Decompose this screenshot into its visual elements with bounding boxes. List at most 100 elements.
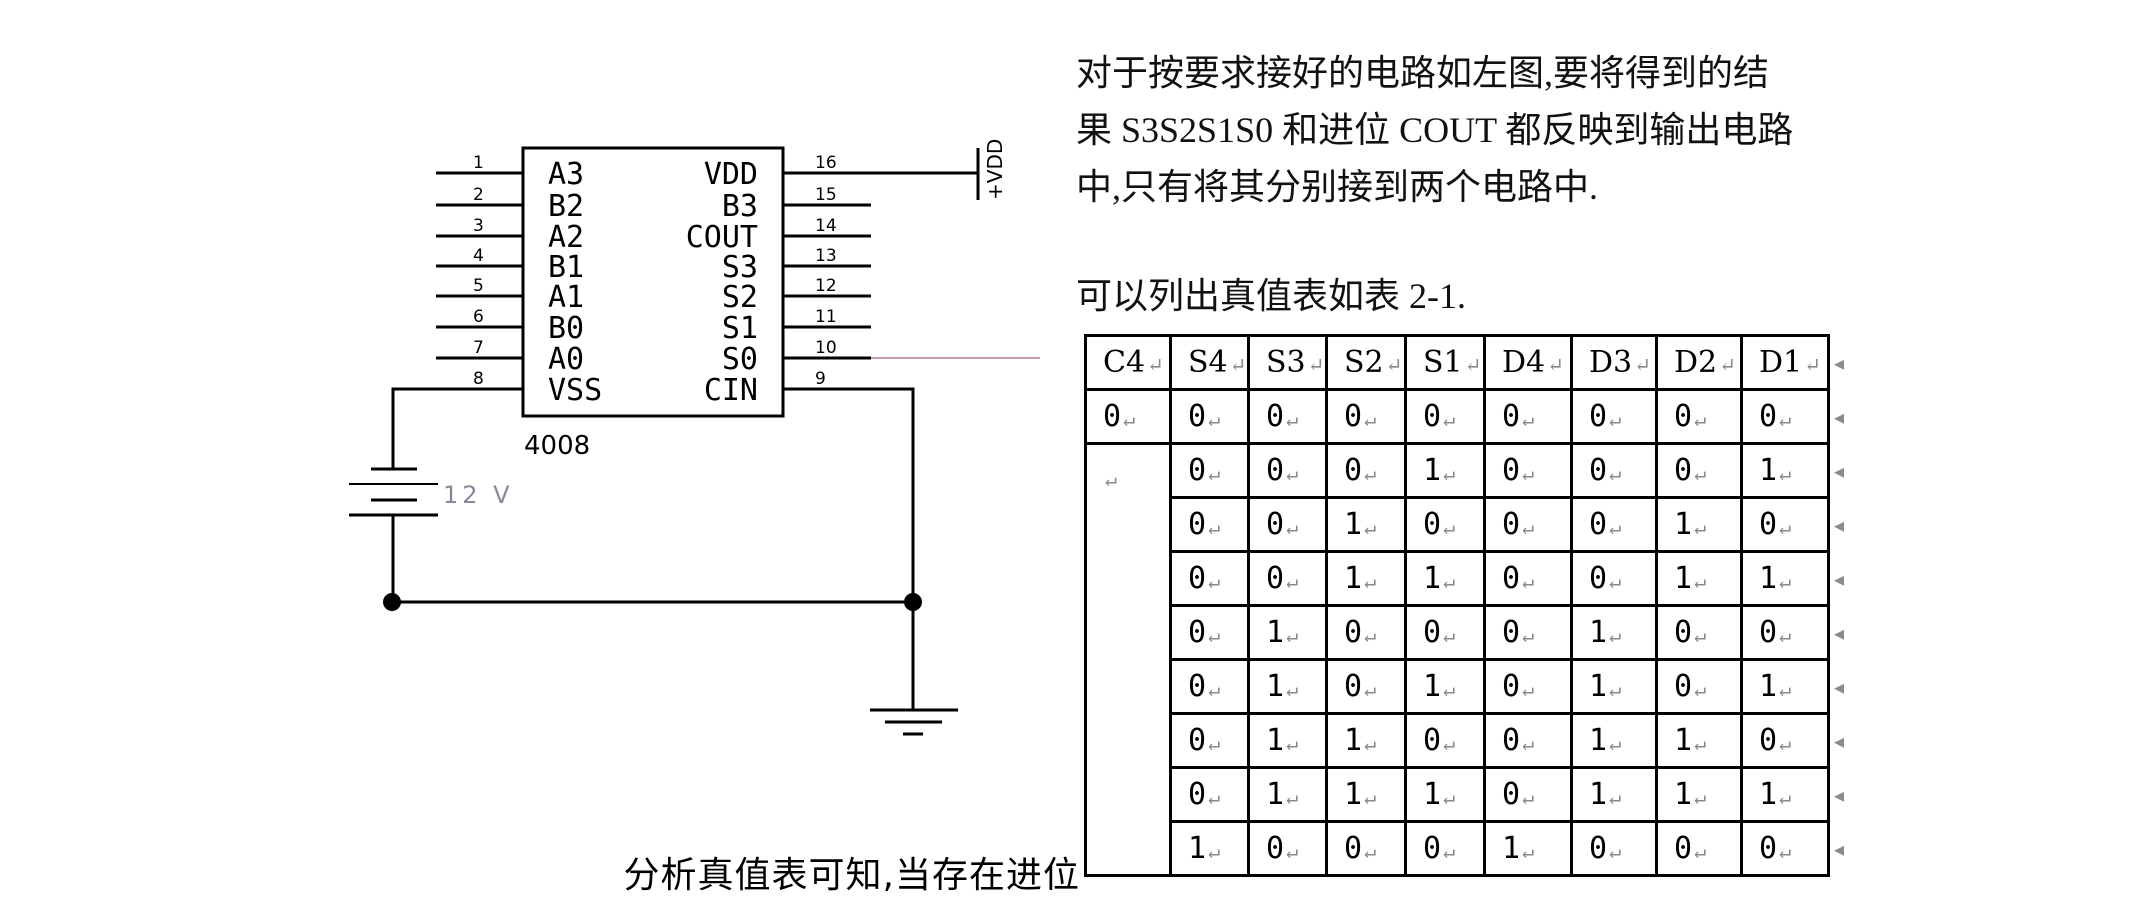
cell-value: 0 [1188, 723, 1207, 758]
cell-value: 1 [1188, 831, 1207, 866]
table-cell: 0↵ [1483, 388, 1573, 445]
table-cell: 1↵ [1740, 658, 1830, 715]
row-end-mark-icon: ◂ [1834, 404, 1845, 429]
cell-value: 0 [1188, 777, 1207, 812]
cell-value: 0 [1589, 831, 1608, 866]
table-cell: 1↵ [1404, 766, 1486, 823]
return-mark-icon: ↵ [1208, 731, 1221, 755]
pin-number: 1 [473, 153, 484, 173]
cell-value: 0 [1502, 777, 1521, 812]
return-mark-icon: ↵ [1443, 731, 1456, 755]
return-mark-icon: ↵ [1779, 569, 1792, 593]
pin-label: A3 [548, 157, 584, 192]
cell-value: 0 [1589, 561, 1608, 596]
table-cell: 0↵ [1483, 712, 1573, 769]
return-mark-icon: ↵ [1609, 677, 1622, 701]
return-mark-icon: ↵ [1609, 839, 1622, 863]
return-mark-icon: ↵ [1522, 677, 1535, 701]
table-cell: 0↵ [1570, 496, 1658, 553]
header-label: S4 [1188, 345, 1228, 380]
table-cell: 0↵ [1740, 388, 1830, 445]
table-cell: 0↵ [1404, 604, 1486, 661]
header-label: C4 [1103, 345, 1146, 380]
table-row: 0↵1↵0↵0↵0↵1↵0↵0↵ [1086, 604, 1830, 661]
cell-value: 1 [1759, 669, 1778, 704]
header-label: S3 [1266, 345, 1306, 380]
table-header-cell: D4↵ [1483, 334, 1573, 391]
table-cell: 1↵ [1325, 550, 1407, 607]
cell-value: 1 [1266, 777, 1285, 812]
pin-label: B2 [548, 189, 584, 224]
table-cell: 0↵ [1570, 442, 1658, 499]
pin-label: A1 [548, 280, 584, 315]
cell-value: 0 [1759, 399, 1778, 434]
pin-label: A0 [548, 342, 584, 377]
table-row: 1↵0↵0↵0↵1↵0↵0↵0↵ [1086, 820, 1830, 877]
cell-value: 0 [1188, 399, 1207, 434]
cell-value: 0 [1266, 561, 1285, 596]
pin-label: S0 [722, 342, 758, 377]
return-mark-icon: ↵ [1208, 623, 1221, 647]
header-label: S2 [1344, 345, 1384, 380]
return-mark-icon: ↵ [1443, 623, 1456, 647]
cell-value: 1 [1266, 615, 1285, 650]
return-mark-icon: ↵ [1694, 677, 1707, 701]
return-mark-icon: ↵ [1779, 623, 1792, 647]
table-cell: 1↵ [1247, 712, 1328, 769]
return-mark-icon: ↵ [1364, 623, 1377, 647]
table-cell: 1↵ [1247, 604, 1328, 661]
return-mark-icon: ↵ [1443, 785, 1456, 809]
return-mark-icon: ↵ [1208, 839, 1221, 863]
cell-value: 1 [1266, 723, 1285, 758]
return-mark-icon: ↵ [1522, 785, 1535, 809]
cell-value: 0 [1589, 507, 1608, 542]
table-header-cell: S2↵ [1325, 334, 1407, 391]
return-mark-icon: ↵ [1208, 569, 1221, 593]
cell-value: 1 [1759, 777, 1778, 812]
table-cell: 1↵ [1570, 766, 1658, 823]
table-cell: 0↵ [1169, 496, 1250, 553]
pin-label: B0 [548, 311, 584, 346]
cell-value: 1 [1502, 831, 1521, 866]
return-mark-icon: ↵ [1364, 731, 1377, 755]
cell-value: 0 [1188, 669, 1207, 704]
return-mark-icon: ↵ [1609, 569, 1622, 593]
return-mark-icon: ↵ [1208, 515, 1221, 539]
table-cell: 1↵ [1570, 658, 1658, 715]
cell-value: 1 [1344, 507, 1363, 542]
junction-dot-right [904, 593, 922, 611]
cell-value: 0 [1502, 561, 1521, 596]
table-cell: 0↵ [1655, 820, 1743, 877]
table-cell: 0↵ [1655, 442, 1743, 499]
table-row: 0↵0↵1↵0↵0↵0↵1↵0↵ [1086, 496, 1830, 553]
cell-value: 1 [1674, 777, 1693, 812]
overlay-text-box: 分析真值表可知,当存在进位 [624, 852, 1079, 900]
table-cell: 0↵ [1325, 604, 1407, 661]
cell-value: 0 [1759, 615, 1778, 650]
table-cell: 0↵ [1325, 442, 1407, 499]
table-cell: 0↵ [1247, 550, 1328, 607]
pin-number: 14 [815, 216, 837, 236]
return-mark-icon: ↵ [1694, 623, 1707, 647]
return-mark-icon: ↵ [1464, 353, 1482, 377]
vss-wire [391, 387, 436, 469]
pin-number: 9 [815, 369, 826, 389]
row-end-mark-icon: ◂ [1834, 458, 1845, 483]
pin-label: A2 [548, 220, 584, 255]
return-mark-icon: ↵ [1779, 731, 1792, 755]
cell-value: 0 [1589, 453, 1608, 488]
pin-number: 7 [473, 338, 484, 358]
table-cell: 1↵ [1483, 820, 1573, 877]
cell-value: 0 [1188, 561, 1207, 596]
return-mark-icon: ↵ [1147, 353, 1164, 377]
pin-number: 5 [473, 276, 484, 296]
table-cell: 1↵ [1740, 550, 1830, 607]
cell-value: 0 [1423, 507, 1442, 542]
table-row: 0↵0↵1↵1↵0↵0↵1↵1↵ [1086, 550, 1830, 607]
